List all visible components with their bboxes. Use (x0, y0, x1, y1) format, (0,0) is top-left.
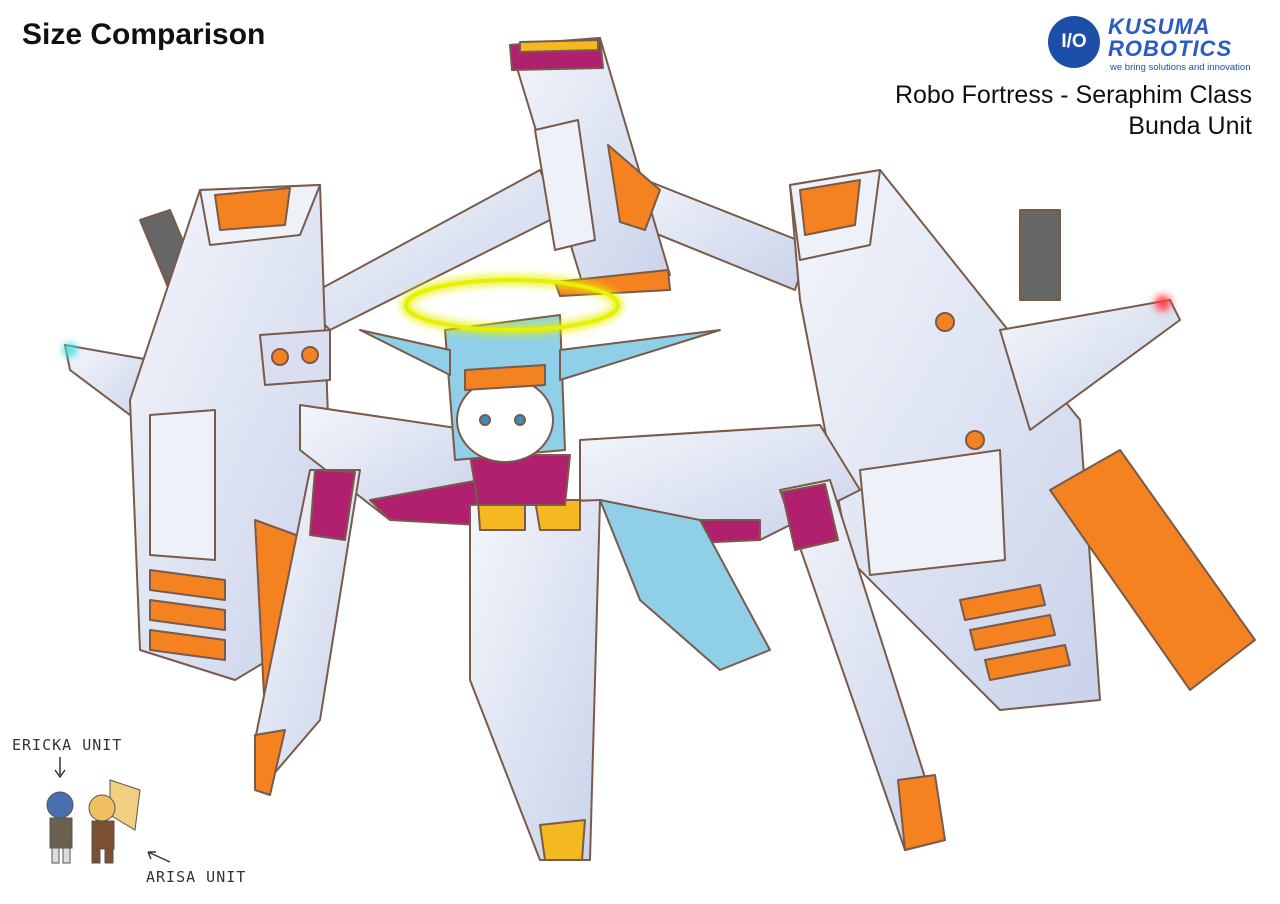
right-thruster-pod (789, 169, 1256, 711)
unit-name: Bunda Unit (1128, 112, 1252, 140)
ericka-unit-figure (46, 791, 74, 864)
side-wings (254, 404, 946, 851)
logo-wordmark-line1: KUSUMA (1108, 14, 1211, 39)
page-title: Size Comparison (22, 18, 266, 51)
arisa-unit-figure (88, 779, 141, 864)
company-logo: I/O KUSUMA ROBOTICS we bring solutions a… (1046, 12, 1256, 74)
logo-wordmark-line2: ROBOTICS (1108, 36, 1233, 61)
arisa-arrow (147, 851, 171, 863)
logo-tagline: we bring solutions and innovation (1110, 62, 1251, 73)
pilot-figure (359, 314, 771, 861)
upper-arch-frame (299, 37, 811, 331)
unit-designation: Robo Fortress - Seraphim Class Bunda Uni… (895, 80, 1252, 142)
halo (404, 278, 620, 332)
unit-class: Robo Fortress - Seraphim Class (894, 81, 1252, 109)
ericka-arrow (54, 757, 66, 779)
logo-mark: I/O (1048, 16, 1100, 68)
arisa-unit-label: ARISA UNIT (146, 868, 247, 886)
ericka-unit-label: ERICKA UNIT (12, 736, 123, 754)
light-accent (63, 343, 77, 357)
light-accent (1155, 295, 1171, 311)
